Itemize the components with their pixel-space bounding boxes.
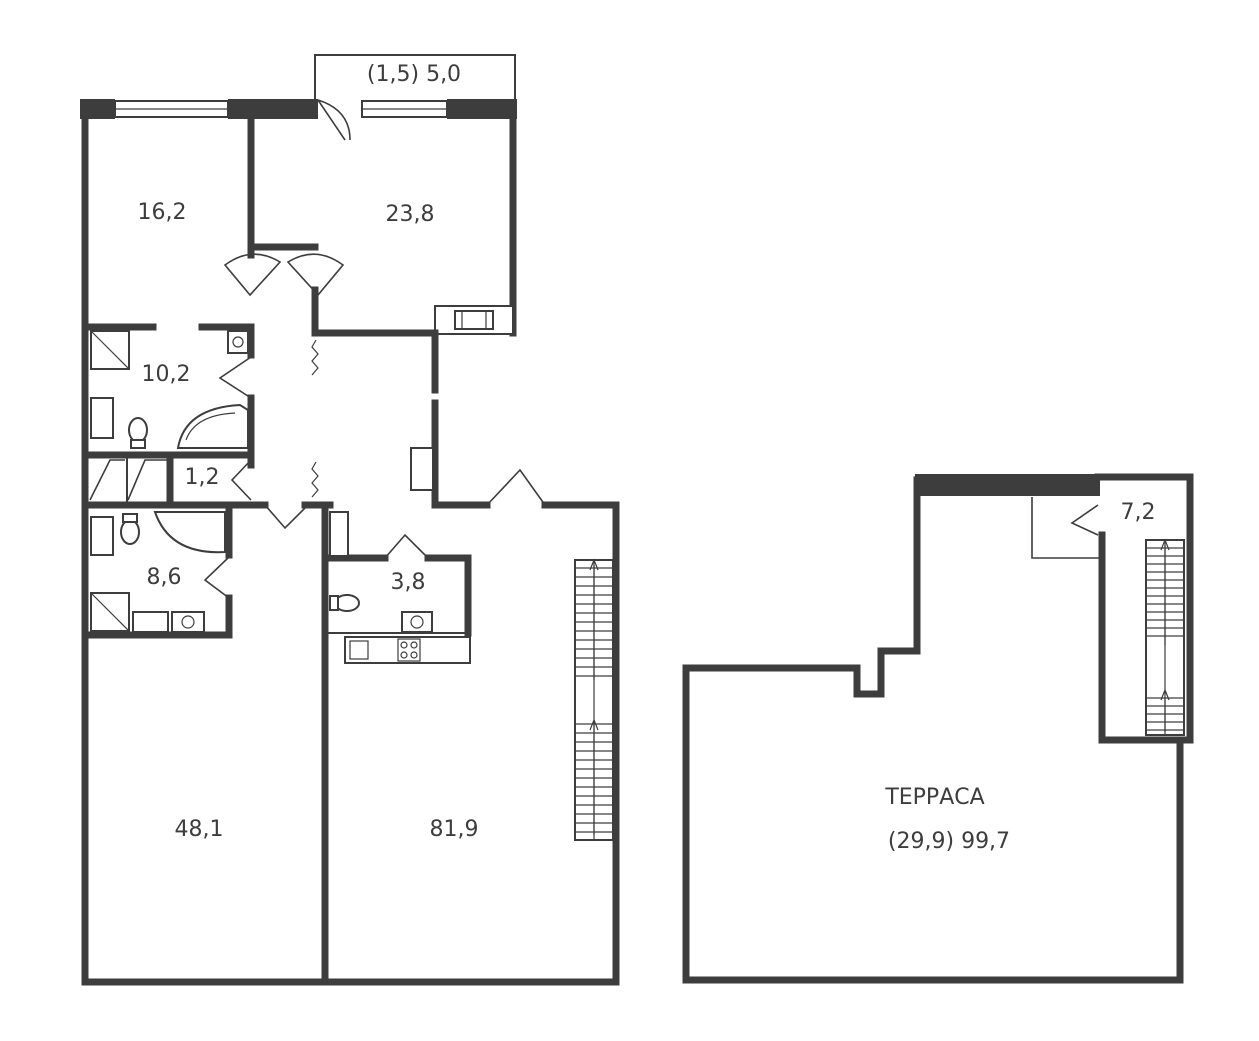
stair-room-area-label: 7,2 — [1121, 500, 1156, 525]
staircase-terrace — [1145, 538, 1185, 736]
room-left-area-label: 48,1 — [175, 817, 224, 842]
shower-lower — [90, 592, 130, 632]
bedroom-right-area-label: 23,8 — [386, 202, 435, 227]
balcony-area-label: (1,5) 5,0 — [367, 62, 461, 87]
balcony — [314, 54, 516, 141]
wc-area-label: 3,8 — [391, 570, 426, 595]
cabinet-upper — [90, 397, 114, 439]
apartment-plan — [80, 54, 620, 986]
staircase-living — [574, 558, 614, 841]
closet-area-label: 1,2 — [185, 465, 220, 490]
terrace-area-label: (29,9) 99,7 — [888, 829, 1010, 854]
terrace-title: ТЕРРАСА — [884, 785, 984, 810]
bathtub-upper — [176, 403, 249, 449]
bathtub-lower — [153, 511, 226, 554]
sink-upper — [227, 330, 249, 354]
window-top-right — [361, 100, 448, 118]
toilet-lower — [120, 513, 140, 545]
bedroom-left-area-label: 16,2 — [138, 200, 187, 225]
cabinet-corridor — [329, 447, 434, 557]
bathroom-lower-area-label: 8,6 — [147, 565, 182, 590]
living-room-area-label: 81,9 — [430, 817, 479, 842]
terrace-plan — [682, 473, 1194, 984]
bathroom-upper-area-label: 10,2 — [142, 362, 191, 387]
counter-lower — [132, 611, 205, 633]
cabinet-lower — [90, 516, 114, 556]
shower-upper — [90, 330, 130, 370]
window-top-left — [114, 100, 229, 118]
toilet-wc — [329, 594, 433, 633]
toilet-upper — [128, 417, 148, 449]
kitchen-counter — [344, 636, 471, 664]
